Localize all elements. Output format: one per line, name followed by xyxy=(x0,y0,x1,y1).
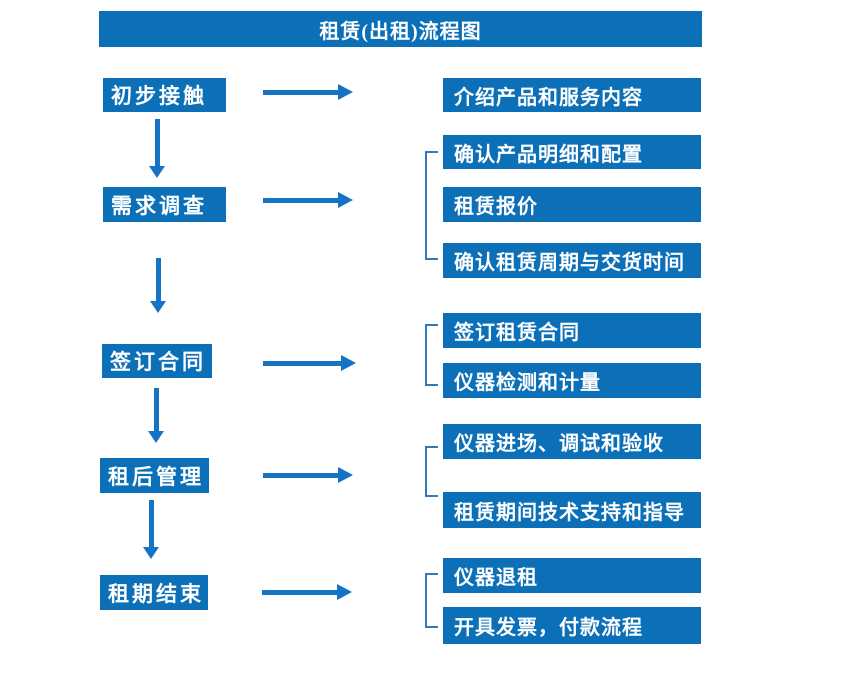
detail-label-5-1: 仪器退租 xyxy=(454,567,538,589)
detail-box-3-1: 签订租赁合同 xyxy=(443,313,701,348)
detail-box-1-1: 介绍产品和服务内容 xyxy=(443,78,701,112)
step-box-3: 签订合同 xyxy=(102,344,212,378)
right-arrow-5-head xyxy=(337,584,352,600)
right-arrow-3 xyxy=(263,355,356,371)
down-arrow-1-head xyxy=(149,166,165,178)
right-arrow-5-shaft xyxy=(262,589,337,595)
detail-box-5-1: 仪器退租 xyxy=(443,558,701,593)
detail-label-4-2: 租赁期间技术支持和指导 xyxy=(454,501,685,524)
down-arrow-3-head xyxy=(148,431,164,443)
detail-label-2-2: 租赁报价 xyxy=(454,196,538,218)
right-arrow-4 xyxy=(263,467,353,483)
right-arrow-2-shaft xyxy=(263,197,338,203)
step-box-2: 需求调查 xyxy=(103,187,226,222)
detail-label-5-2: 开具发票，付款流程 xyxy=(454,617,643,639)
step-label-1: 初步接触 xyxy=(111,84,207,108)
right-arrow-4-shaft xyxy=(263,472,338,478)
detail-label-1-1: 介绍产品和服务内容 xyxy=(454,86,643,109)
right-arrow-1 xyxy=(263,84,353,100)
down-arrow-1-shaft xyxy=(154,119,160,166)
down-arrow-2 xyxy=(150,258,166,313)
flowchart-title-bar: 租赁(出租)流程图 xyxy=(99,11,702,47)
step-label-4: 租后管理 xyxy=(108,464,204,489)
right-arrow-3-head xyxy=(341,355,356,371)
right-arrow-1-head xyxy=(338,84,353,100)
detail-box-3-2: 仪器检测和计量 xyxy=(443,363,701,398)
detail-label-2-1: 确认产品明细和配置 xyxy=(454,143,643,166)
group-bracket-step-4 xyxy=(425,446,438,497)
detail-box-2-2: 租赁报价 xyxy=(443,187,701,222)
down-arrow-4-shaft xyxy=(148,500,154,547)
down-arrow-3 xyxy=(148,388,164,443)
step-label-3: 签订合同 xyxy=(110,350,206,374)
right-arrow-5 xyxy=(262,584,352,600)
detail-box-2-1: 确认产品明细和配置 xyxy=(443,135,701,169)
right-arrow-2 xyxy=(263,192,353,208)
step-box-1: 初步接触 xyxy=(103,78,226,112)
right-arrow-2-head xyxy=(338,192,353,208)
right-arrow-3-shaft xyxy=(263,360,341,366)
down-arrow-2-head xyxy=(150,301,166,313)
detail-box-4-2: 租赁期间技术支持和指导 xyxy=(443,492,701,528)
detail-label-3-1: 签订租赁合同 xyxy=(454,322,580,344)
flowchart-title: 租赁(出租)流程图 xyxy=(319,20,482,43)
down-arrow-4-head xyxy=(143,547,159,559)
detail-box-5-2: 开具发票，付款流程 xyxy=(443,607,701,644)
detail-label-4-1: 仪器进场、调试和验收 xyxy=(454,433,664,455)
group-bracket-step-3 xyxy=(425,324,438,386)
step-box-4: 租后管理 xyxy=(100,458,209,493)
right-arrow-4-head xyxy=(338,467,353,483)
down-arrow-3-shaft xyxy=(153,388,159,431)
step-box-5: 租期结束 xyxy=(100,575,208,610)
detail-box-4-1: 仪器进场、调试和验收 xyxy=(443,424,701,459)
detail-box-2-3: 确认租赁周期与交货时间 xyxy=(443,243,701,278)
group-bracket-step-5 xyxy=(425,573,438,628)
down-arrow-2-shaft xyxy=(155,258,161,301)
right-arrow-1-shaft xyxy=(263,89,338,95)
down-arrow-4 xyxy=(143,500,159,559)
detail-label-2-3: 确认租赁周期与交货时间 xyxy=(454,252,685,274)
step-label-5: 租期结束 xyxy=(108,581,204,606)
down-arrow-1 xyxy=(149,119,165,178)
detail-label-3-2: 仪器检测和计量 xyxy=(454,372,601,394)
step-label-2: 需求调查 xyxy=(111,193,207,218)
group-bracket-step-2 xyxy=(425,151,438,260)
